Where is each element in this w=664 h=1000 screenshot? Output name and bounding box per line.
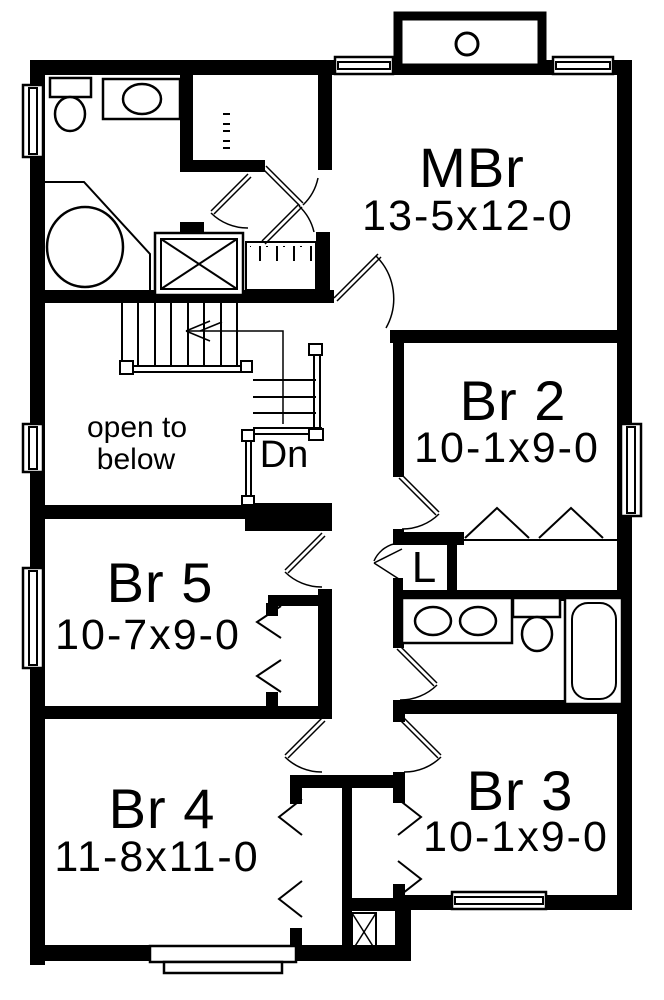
window-br3 [450, 890, 548, 911]
stair-direction-arrow [185, 320, 284, 424]
stair-treads-upper [121, 303, 238, 366]
wall-br5-br4 [30, 706, 332, 719]
stair-railing-right [308, 343, 324, 441]
open-to-below-label-2: below [97, 443, 176, 476]
wic-hanging [228, 78, 318, 118]
window-open-below [21, 422, 45, 474]
door-hall-bath [396, 645, 438, 701]
door-master-bath [210, 173, 252, 229]
wall-open-below-south [30, 505, 245, 519]
wall-master-suite-south [30, 290, 334, 303]
br4-closet-bifold-icon [277, 798, 303, 836]
br4-closet-hanging [304, 790, 342, 942]
windows [21, 55, 643, 975]
toilet-icon [511, 596, 562, 653]
garden-tub-icon [43, 181, 151, 292]
closet-hanging-symbols [190, 78, 620, 952]
br2-closet-bifold-icon [464, 506, 530, 539]
swing-doors [210, 165, 442, 773]
door-br2 [398, 474, 440, 530]
br2-closet-bifold-icon [538, 506, 604, 539]
room-labels: MBr 13-5x12-0 Br 2 10-1x9-0 Br 5 10-7x9-… [54, 136, 609, 881]
br5-closet-hanging [284, 602, 318, 702]
mbr-dims: 13-5x12-0 [362, 192, 574, 240]
window-br5 [21, 566, 45, 670]
window-top-right [551, 55, 615, 76]
br3-closet-bifold-icon [397, 860, 423, 898]
br5-closet-bifold-icon [255, 659, 282, 693]
double-vanity-icon [400, 596, 514, 645]
stairs-down-label: Dn [260, 434, 309, 476]
br4-name: Br 4 [109, 777, 216, 840]
window-br2 [619, 422, 643, 518]
br3-closet-hanging [354, 790, 393, 896]
stair-railing-top [119, 360, 253, 375]
stair-treads-lower [253, 379, 322, 435]
linen-closet-label: L [412, 543, 436, 592]
wic-hanging-side [190, 110, 230, 154]
window-br4 [148, 944, 298, 975]
br3-dims: 10-1x9-0 [423, 813, 609, 861]
br2-name: Br 2 [460, 369, 567, 432]
door-br3 [400, 717, 442, 773]
door-br4 [284, 717, 326, 773]
br2-closet-hanging [460, 546, 614, 588]
master-bath-fixtures [43, 76, 245, 297]
vanity-sink-icon [101, 77, 182, 121]
flue-icon [454, 31, 480, 57]
door-mbr [333, 253, 395, 329]
door-br5 [284, 532, 326, 588]
chase-x-box [351, 912, 377, 952]
wall-mbr-br2 [390, 330, 632, 343]
shower-icon [153, 231, 245, 297]
mbr-name: MBr [419, 136, 525, 199]
bifold-doors [255, 506, 604, 918]
br3-name: Br 3 [467, 759, 574, 822]
wall-bottom-step [395, 895, 411, 961]
door-walkin-closet [262, 165, 319, 207]
bathtub-icon [563, 596, 624, 706]
br5-closet-bifold-icon [255, 605, 282, 639]
br5-name: Br 5 [107, 551, 214, 614]
stairs [119, 303, 324, 506]
stair-railing-center [241, 429, 255, 506]
chimney [393, 11, 547, 73]
mbr-closet-outline [245, 241, 317, 291]
br4-closet-bifold-icon [277, 880, 303, 918]
window-master-bath [21, 83, 45, 159]
toilet-icon [48, 76, 93, 133]
wall-bath-north [393, 590, 632, 601]
mbr-closet-hanging [250, 246, 312, 286]
br4-dims: 11-8x11-0 [54, 833, 259, 881]
door-mbr-closet [261, 203, 315, 245]
door-linen [373, 542, 403, 582]
br5-dims: 10-7x9-0 [55, 611, 241, 659]
br3-closet-bifold-icon [397, 798, 423, 836]
window-top-left [333, 55, 395, 76]
br2-dims: 10-1x9-0 [414, 424, 600, 472]
open-to-below-label-1: open to [87, 411, 187, 444]
hall-bath-fixtures [400, 596, 624, 706]
wall-half-stair [245, 503, 332, 531]
